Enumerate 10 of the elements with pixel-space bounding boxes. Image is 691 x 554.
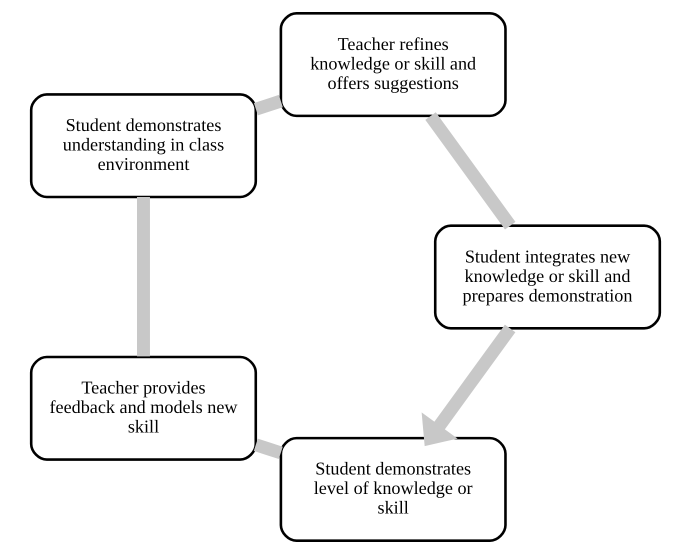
connector [254,438,283,460]
node-box: Teacher provides feedback and models new skill [30,356,258,461]
node-box: Student integrates new knowledge or skill and prepares demonstration [434,224,662,330]
node-box: Student demonstrates understanding in class environment [30,93,258,198]
node-box: Student demonstrates level of knowledge or skill [280,436,507,542]
connector [425,112,516,230]
node-box: Teacher refines knowledge or skill and offers suggestions [280,12,507,118]
connector [136,197,150,356]
connector [254,94,283,116]
arrow [422,324,516,446]
